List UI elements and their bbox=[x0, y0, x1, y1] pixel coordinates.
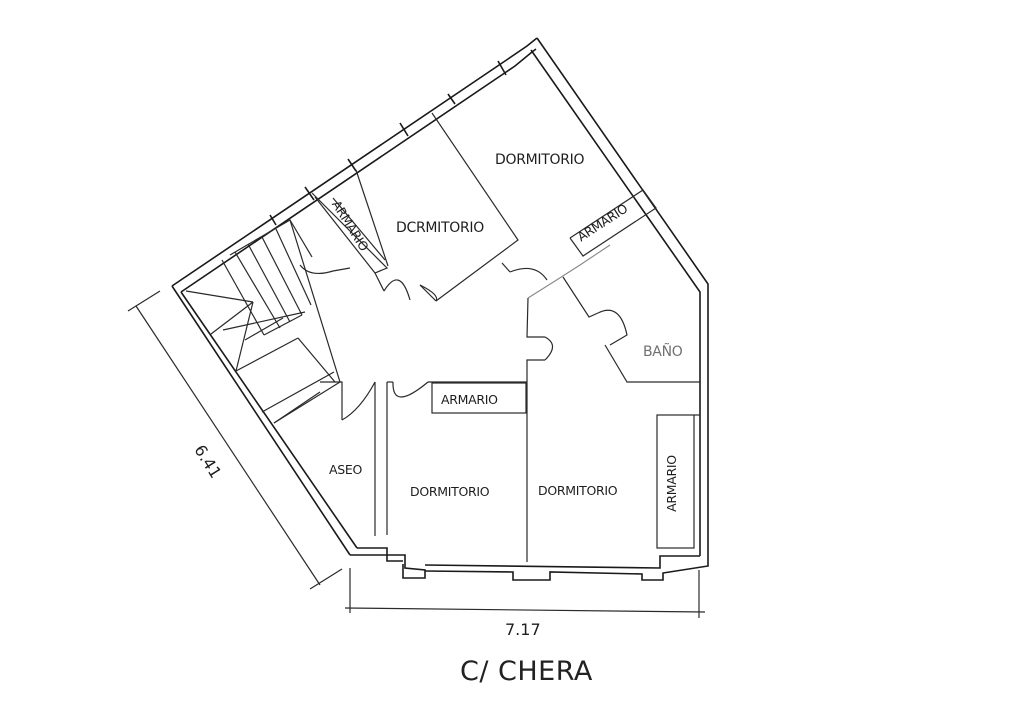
dimension-lines bbox=[127, 290, 706, 618]
room-label-dormitorio-top: DORMITORIO bbox=[495, 152, 585, 168]
door-swings bbox=[299, 264, 628, 421]
interior-walls bbox=[185, 112, 700, 562]
outer-walls bbox=[171, 37, 709, 581]
room-label-bano: BAÑO bbox=[643, 344, 683, 360]
room-label-dormitorio-bottom-right: DORMITORIO bbox=[538, 483, 618, 498]
room-label-aseo: ASEO bbox=[329, 462, 363, 477]
room-label-dormitorio-bottom-left: DORMITORIO bbox=[410, 484, 490, 499]
room-label-armario-right: ARMARIO bbox=[663, 455, 679, 512]
room-label-armario-middle: ARMARIO bbox=[441, 392, 498, 407]
dimension-width: 7.17 bbox=[505, 620, 541, 639]
street-label: C/ CHERA bbox=[460, 656, 593, 687]
room-label-dormitorio-upper-left: DCRMITORIO bbox=[396, 220, 484, 236]
